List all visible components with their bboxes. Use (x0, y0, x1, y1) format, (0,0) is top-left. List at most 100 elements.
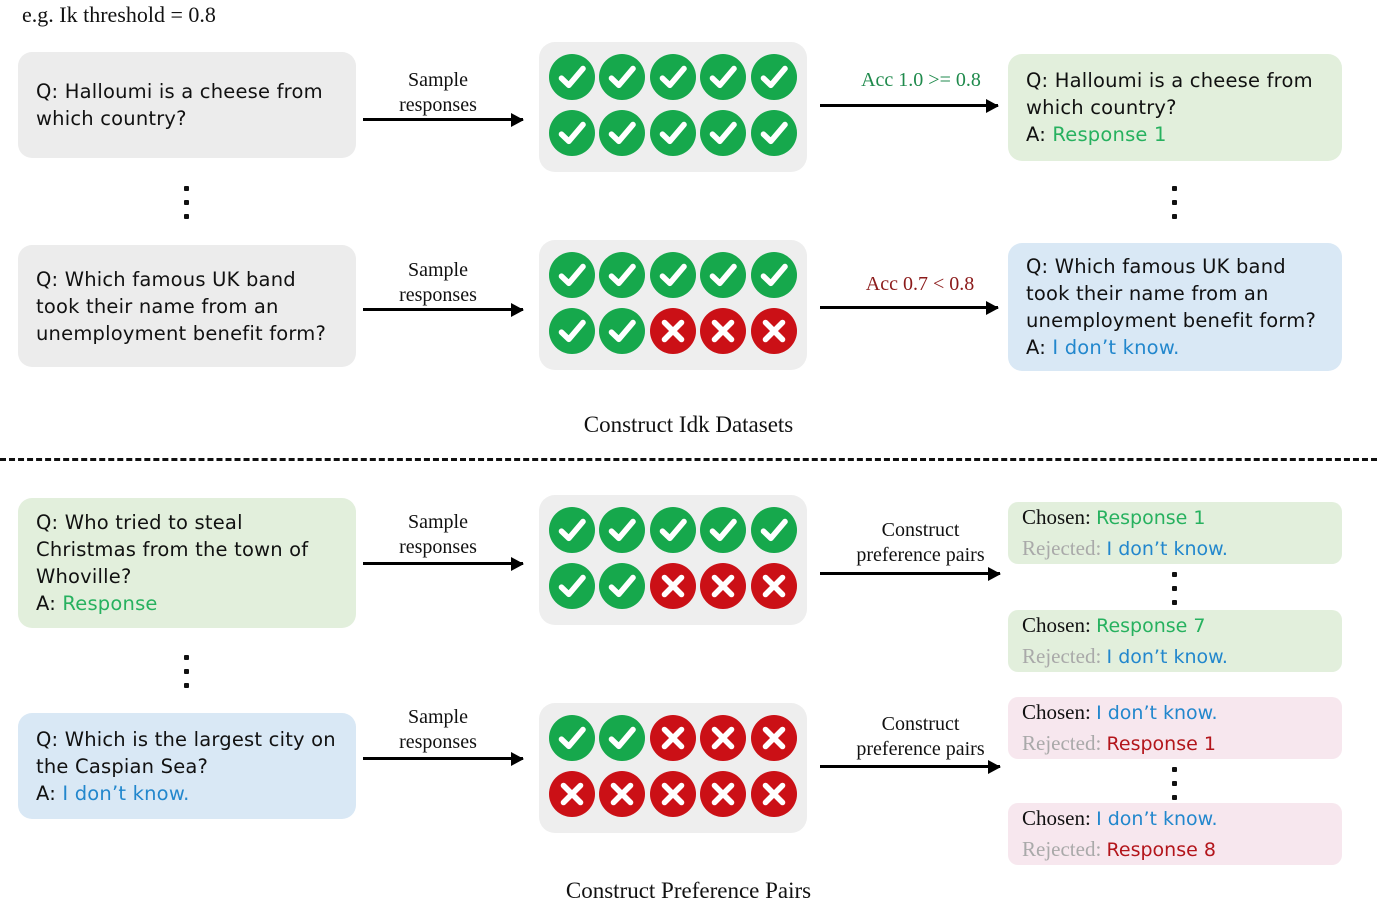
answer-prefix-4: A: (36, 781, 63, 805)
section-divider (0, 458, 1377, 461)
preference-card-4: Chosen: I don’t know. Rejected: Response… (1008, 803, 1342, 865)
response-grid-3 (539, 495, 807, 625)
question-panel-2: Q: Which famous UK band took their name … (18, 245, 356, 367)
sample-responses-label-4: Sample responses (399, 706, 477, 753)
check-circle-icon (599, 715, 646, 761)
check-circle-icon (549, 110, 595, 156)
arrow-right-icon-7 (363, 757, 523, 760)
rejected-value-1: I don’t know. (1106, 538, 1228, 560)
output-answer-line-1: A: Response 1 (1026, 121, 1324, 148)
chosen-row-4: Chosen: I don’t know. (1022, 803, 1328, 834)
check-circle-icon (649, 507, 696, 553)
check-circle-icon (649, 110, 696, 156)
check-circle-icon (549, 54, 595, 100)
cross-circle-icon (599, 771, 646, 817)
check-circle-icon (750, 54, 797, 100)
answer-value-2: I don’t know. (1052, 336, 1180, 359)
answer-line-3: A: Response (36, 590, 338, 617)
check-circle-icon (700, 507, 747, 553)
output-answer-line-2: A: I don’t know. (1026, 334, 1324, 361)
rejected-label-3: Rejected: (1022, 731, 1107, 755)
chosen-label-2: Chosen: (1022, 613, 1097, 637)
answer-value-3: Response (62, 592, 158, 615)
check-circle-icon (750, 507, 797, 553)
chosen-label-3: Chosen: (1022, 700, 1097, 724)
check-circle-icon (599, 252, 646, 298)
cross-circle-icon (649, 771, 696, 817)
chosen-row-1: Chosen: Response 1 (1022, 502, 1328, 533)
vertical-ellipsis-icon-right-top (1172, 186, 1177, 219)
question-text-4: Q: Which is the largest city on the Casp… (36, 727, 336, 778)
check-circle-icon (549, 563, 595, 609)
output-panel-1: Q: Halloumi is a cheese from which count… (1008, 54, 1342, 161)
cross-circle-icon (649, 715, 696, 761)
cross-circle-icon (649, 308, 696, 354)
answer-value-1: Response 1 (1052, 123, 1167, 146)
output-question-1: Q: Halloumi is a cheese from which count… (1026, 69, 1313, 119)
rejected-row-3: Rejected: Response 1 (1022, 728, 1328, 759)
chosen-label-1: Chosen: (1022, 505, 1097, 529)
section-caption-bottom: Construct Preference Pairs (565, 878, 812, 903)
question-text-3: Q: Who tried to steal Christmas from the… (36, 511, 309, 588)
response-grid-4 (539, 703, 807, 833)
check-circle-icon (700, 54, 747, 100)
rejected-row-4: Rejected: Response 8 (1022, 834, 1328, 865)
check-circle-icon (700, 110, 747, 156)
cross-circle-icon (700, 771, 747, 817)
arrow-right-icon-6 (820, 572, 1000, 575)
arrow-right-icon-8 (820, 765, 1000, 768)
check-circle-icon (599, 507, 646, 553)
sample-responses-label-2: Sample responses (399, 259, 477, 306)
vertical-ellipsis-icon-left-bottom (184, 655, 189, 688)
rejected-row-1: Rejected: I don’t know. (1022, 533, 1328, 564)
rejected-value-2: I don’t know. (1106, 646, 1228, 668)
check-circle-icon (549, 715, 595, 761)
preference-card-3: Chosen: I don’t know. Rejected: Response… (1008, 697, 1342, 759)
question-panel-4: Q: Which is the largest city on the Casp… (18, 713, 356, 819)
chosen-row-3: Chosen: I don’t know. (1022, 697, 1328, 728)
answer-prefix-1: A: (1026, 123, 1053, 146)
chosen-label-4: Chosen: (1022, 806, 1097, 830)
output-panel-2: Q: Which famous UK band took their name … (1008, 243, 1342, 371)
construct-pairs-label-2: Construct preference pairs (856, 713, 985, 760)
answer-value-4: I don’t know. (62, 781, 190, 805)
check-circle-icon (700, 252, 747, 298)
cross-circle-icon (750, 563, 797, 609)
chosen-row-2: Chosen: Response 7 (1022, 610, 1328, 641)
check-circle-icon (750, 110, 797, 156)
question-text-2: Q: Which famous UK band took their name … (36, 267, 327, 345)
section-caption-top: Construct Idk Datasets (583, 412, 794, 437)
cross-circle-icon (750, 308, 797, 354)
answer-prefix-2: A: (1026, 336, 1053, 359)
check-circle-icon (549, 507, 595, 553)
check-circle-icon (750, 252, 797, 298)
preference-card-2: Chosen: Response 7 Rejected: I don’t kno… (1008, 610, 1342, 672)
rejected-value-3: Response 1 (1106, 733, 1216, 755)
cross-circle-icon (700, 715, 747, 761)
cross-circle-icon (649, 563, 696, 609)
question-panel-1: Q: Halloumi is a cheese from which count… (18, 52, 356, 158)
arrow-right-icon-2 (820, 104, 998, 107)
accuracy-label-2: Acc 0.7 < 0.8 (865, 273, 975, 295)
rejected-row-2: Rejected: I don’t know. (1022, 641, 1328, 672)
cross-circle-icon (750, 715, 797, 761)
check-circle-icon (549, 308, 595, 354)
question-text-1: Q: Halloumi is a cheese from which count… (36, 80, 323, 130)
arrow-right-icon-4 (820, 306, 998, 309)
sample-responses-label-1: Sample responses (399, 69, 477, 116)
chosen-value-1: Response 1 (1096, 507, 1206, 529)
preference-card-1: Chosen: Response 1 Rejected: I don’t kno… (1008, 502, 1342, 564)
check-circle-icon (599, 308, 646, 354)
question-panel-3: Q: Who tried to steal Christmas from the… (18, 498, 356, 628)
vertical-ellipsis-icon-left-top (184, 186, 189, 219)
check-circle-icon (599, 563, 646, 609)
accuracy-label-1: Acc 1.0 >= 0.8 (861, 69, 981, 91)
check-circle-icon (649, 252, 696, 298)
check-circle-icon (599, 54, 646, 100)
threshold-note: e.g. Ik threshold = 0.8 (22, 2, 216, 27)
check-circle-icon (549, 252, 595, 298)
cross-circle-icon (549, 771, 595, 817)
arrow-right-icon-1 (363, 118, 523, 121)
chosen-value-4: I don’t know. (1096, 808, 1218, 830)
